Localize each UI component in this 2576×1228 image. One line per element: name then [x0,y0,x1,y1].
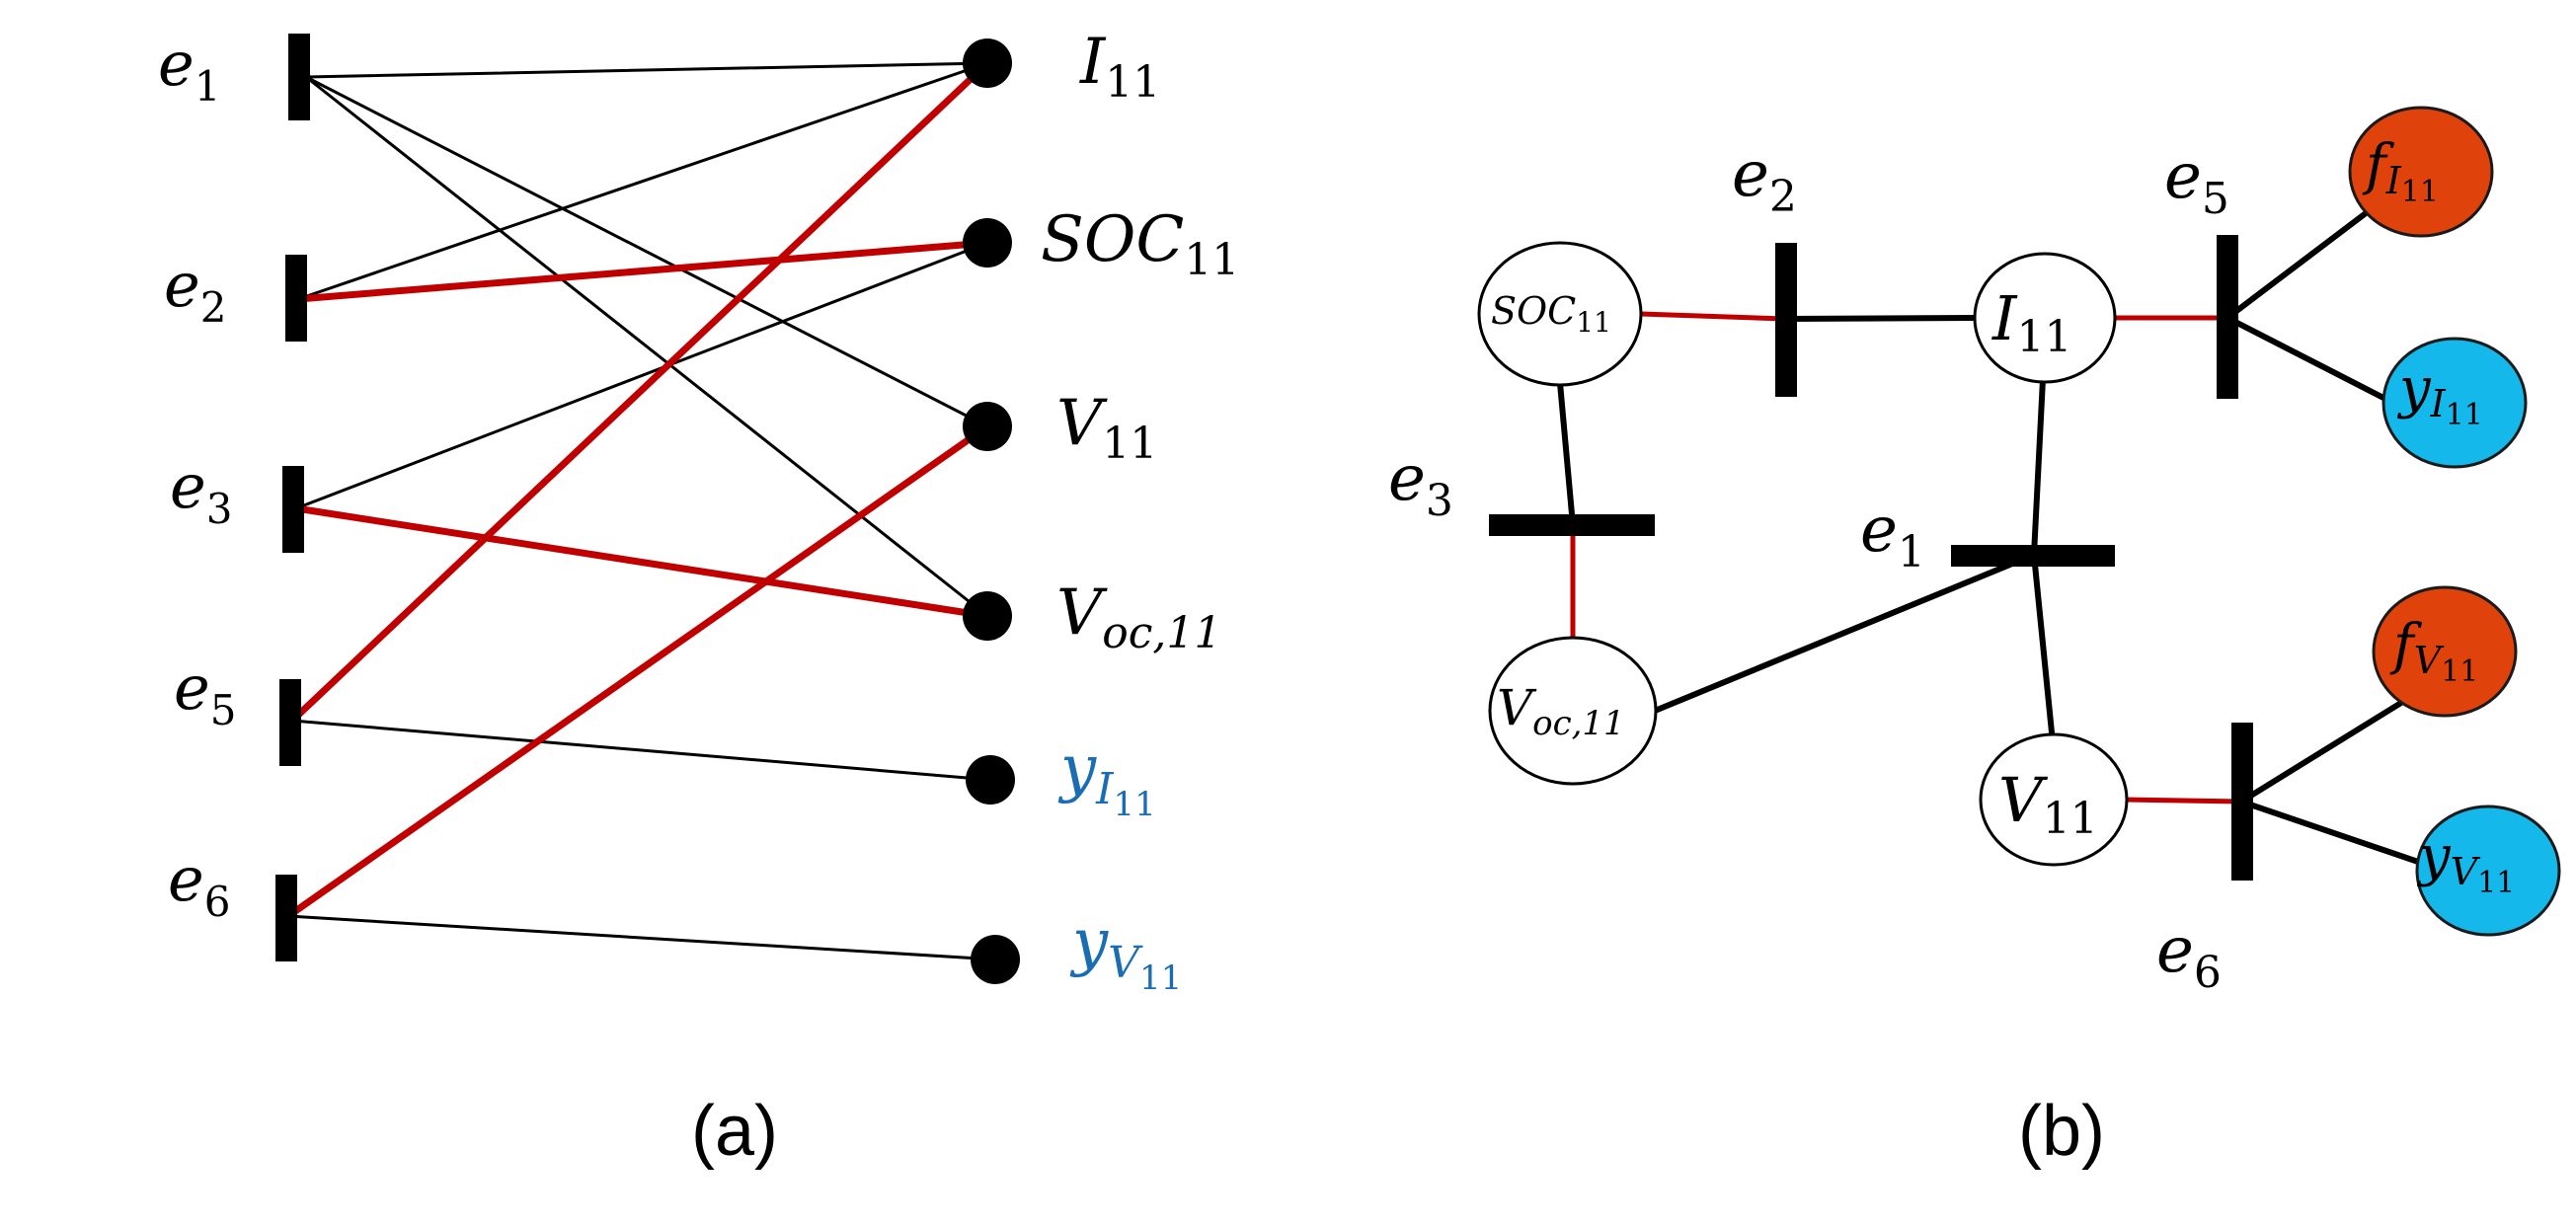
panel-a-edges [284,59,997,961]
eq-bar-b-e5 [2217,235,2238,399]
edge-e5-yI11 [290,719,992,782]
label-b-I11: I11 [1991,282,2072,362]
node-b-yV11 [2415,805,2561,937]
panel-b: SOC11 I11 Voc,11 V11 fI11 fV11 yI11 yV11… [1388,106,2561,1171]
node-I11 [963,38,1012,88]
label-a-e5: e5 [174,652,236,734]
edge-b-SOC11-e2 [1638,311,1788,322]
node-b-fV11 [2372,585,2518,718]
label-a-e3: e3 [170,450,232,533]
edge-e1-Voc11 [304,75,989,618]
eq-bar-e1 [288,34,310,120]
edge-e6-V11 [284,422,991,920]
edge-b-e1-Voc11 [1652,552,2037,714]
label-a-I11: I11 [1079,26,1160,108]
eq-bar-e6 [275,875,297,961]
panel-b-fault-nodes [2348,106,2518,718]
label-a-e1: e1 [158,28,220,111]
edge-e1-I11 [304,61,989,79]
label-a-V11: V11 [1056,387,1157,469]
panel-b-edges [1557,207,2424,866]
label-b-e6: e6 [2156,914,2222,998]
eq-bar-e3 [282,466,304,553]
edge-e2-I11 [296,61,989,301]
panel-b-equation-labels: e2 e5 e3 e1 e6 [1388,138,2229,998]
eq-bar-e2 [285,255,307,342]
edge-e6-yV11 [286,914,997,961]
eq-bar-b-e1 [1951,545,2115,567]
node-V11 [963,402,1012,451]
edge-e1-V11 [304,75,989,428]
panel-b-output-nodes [2381,337,2561,937]
label-b-e3: e3 [1388,442,1453,526]
label-a-yI11: yI11 [1057,732,1156,824]
label-a-SOC11: SOC11 [1041,203,1239,285]
eq-bar-b-e2 [1775,243,1797,397]
panel-a-equation-labels: e1 e2 e3 e5 e6 [158,28,236,926]
node-b-fI11 [2348,106,2494,238]
label-a-e6: e6 [168,843,230,926]
panel-a: e1 e2 e3 e5 e6 I11 SOC11 V11 Voc,11 yI11… [158,26,1239,1171]
edge-b-e2-I11 [1782,315,1978,322]
eq-bar-b-e3 [1489,514,1655,536]
edge-b-e5-yI11 [2225,315,2390,403]
caption-a: (a) [691,1092,778,1171]
label-a-yV11: yV11 [1069,906,1182,998]
edge-b-I11-e1 [2031,376,2046,558]
panel-b-equation-bars [1489,235,2253,881]
eq-bar-e5 [279,679,301,766]
label-b-e1: e1 [1860,494,1925,577]
caption-b: (b) [2018,1092,2105,1171]
label-a-Voc11: Voc,11 [1056,576,1221,658]
label-b-e5: e5 [2164,140,2229,224]
node-b-V11 [1979,732,2129,867]
node-b-SOC11 [1477,241,1643,387]
edge-e3-SOC11 [294,241,989,510]
panel-a-equation-bars [275,34,310,961]
label-b-fV11: fV11 [2389,613,2478,689]
edge-e5-I11 [288,59,991,725]
node-b-yI11 [2381,337,2528,469]
label-b-V11: V11 [1998,764,2098,844]
label-b-Voc11: Voc,11 [1497,679,1625,743]
edge-b-V11-e6 [2122,797,2244,805]
eq-bar-b-e6 [2231,723,2253,881]
node-yV11 [971,935,1020,984]
edge-e3-Voc11 [292,504,991,620]
edge-b-SOC11-e3 [1557,380,1576,528]
node-SOC11 [963,218,1012,268]
panel-b-variable-nodes [1477,241,2129,867]
edge-b-e6-fV11 [2238,690,2420,805]
panel-a-variable-labels: I11 SOC11 V11 Voc,11 yI11 yV11 [1041,26,1239,998]
label-b-yI11: yI11 [2396,356,2483,432]
label-b-e2: e2 [1732,138,1797,222]
label-a-e2: e2 [164,249,226,332]
panel-a-variable-nodes [963,38,1020,984]
node-b-I11 [1973,252,2117,384]
node-Voc11 [963,591,1012,641]
label-b-SOC11: SOC11 [1491,289,1611,339]
edge-e2-SOC11 [294,239,991,303]
edge-b-e6-yV11 [2238,799,2424,866]
label-b-yV11: yV11 [2416,824,2515,900]
node-yI11 [966,755,1015,805]
edge-b-e5-fI11 [2225,207,2373,321]
edge-b-e1-V11 [2031,552,2055,735]
node-b-Voc11 [1488,636,1658,786]
